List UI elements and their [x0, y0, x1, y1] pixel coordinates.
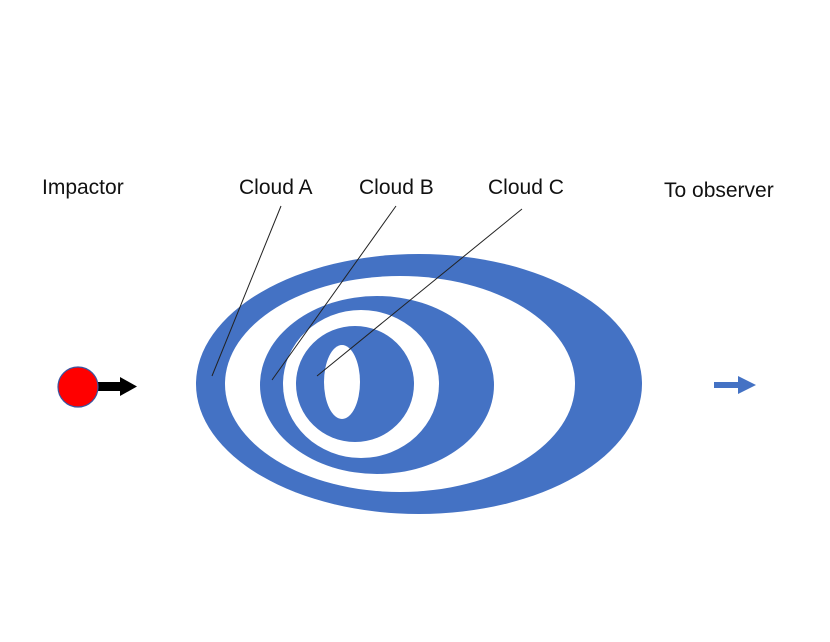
cloud-c-leader-line	[316, 208, 523, 377]
cloud-b-leader-line	[271, 205, 397, 381]
impactor-label: Impactor	[42, 176, 124, 199]
cloud-b-label: Cloud B	[359, 176, 434, 199]
observer-arrow-icon	[714, 376, 756, 394]
observer-label: To observer	[664, 179, 774, 202]
cloud-a-label: Cloud A	[239, 176, 313, 199]
impactor-icon	[57, 366, 137, 408]
cloud-a-leader-line	[211, 205, 282, 377]
cloud-c-label: Cloud C	[488, 176, 564, 199]
